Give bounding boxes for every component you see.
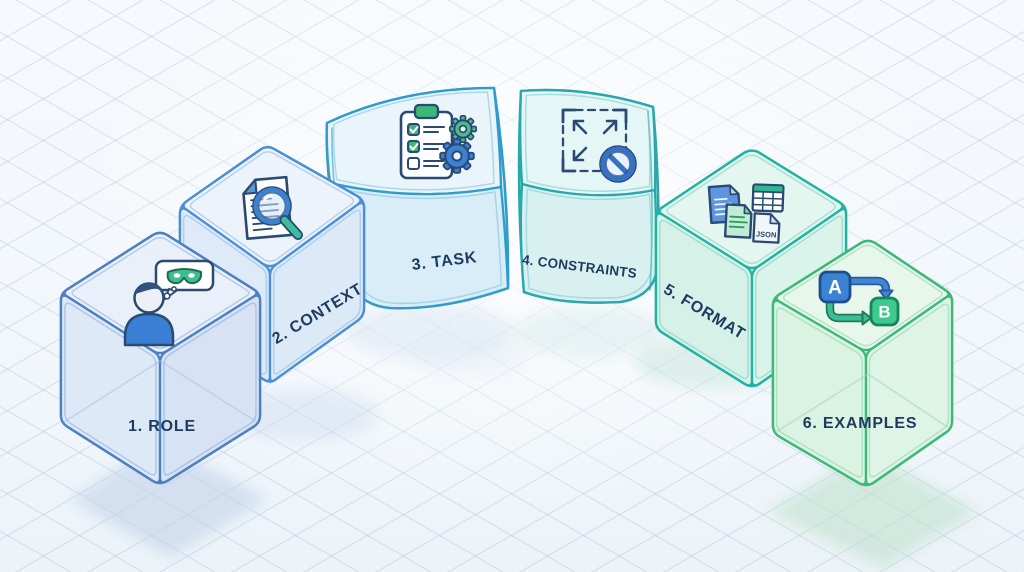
json-file-icon: JSON	[752, 212, 781, 244]
a-to-b-transform-icon: A B	[818, 270, 900, 327]
block-role: 1. ROLE	[59, 231, 262, 485]
selection-bounds-prohibition-icon	[561, 108, 637, 183]
large-gear-icon	[439, 138, 475, 174]
block-constraints: 4. CONSTRAINTS	[517, 88, 660, 304]
role-label: 1. ROLE	[128, 418, 196, 435]
table-icon	[751, 183, 785, 213]
persona-mask-icon	[123, 259, 215, 347]
constraints-front-face	[519, 182, 659, 304]
context-right-face	[268, 201, 366, 383]
examples-label: 6. EXAMPLES	[803, 415, 918, 432]
mask-icon	[166, 268, 203, 285]
documents-table-json-icon: JSON	[707, 183, 785, 244]
shadows	[70, 304, 978, 568]
example-output-label: B	[878, 303, 890, 322]
block-format: JSON 5. FORMAT	[654, 149, 848, 388]
block-examples: A B 6. EXAMPLES	[771, 239, 954, 487]
example-input-label: A	[828, 278, 842, 299]
green-document-icon	[723, 203, 753, 239]
document-magnifier-icon	[242, 175, 303, 241]
prohibition-icon	[599, 145, 637, 183]
json-file-label: JSON	[756, 229, 777, 239]
checklist-gears-icon	[399, 103, 478, 180]
role-right-face	[158, 294, 262, 484]
small-gear-icon	[448, 114, 478, 144]
